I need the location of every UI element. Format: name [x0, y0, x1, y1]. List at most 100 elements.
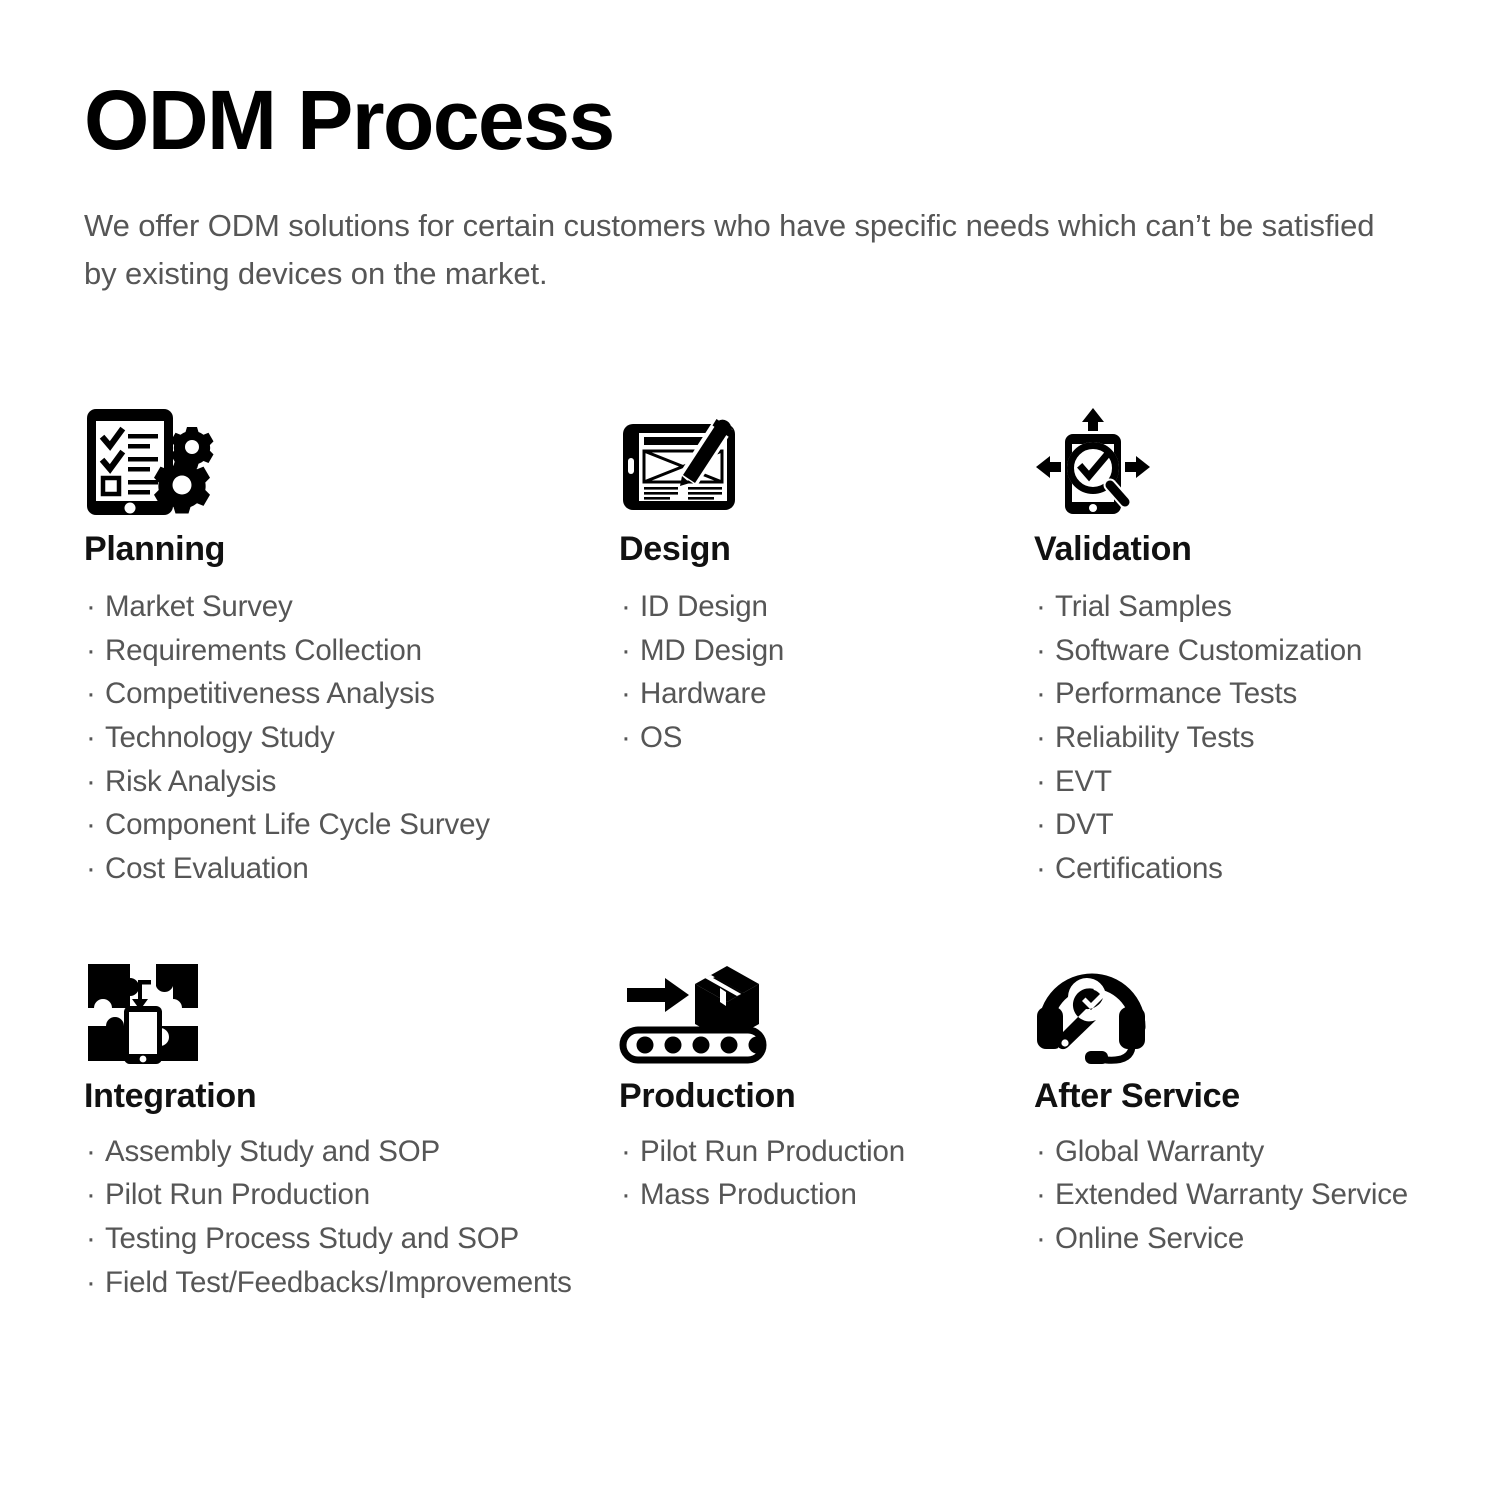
bullet-icon: · — [621, 677, 631, 711]
list-item-label: Market Survey — [105, 590, 293, 624]
list-item: ·Online Service — [1034, 1217, 1494, 1261]
headset-wrench-icon — [1034, 953, 1494, 1065]
list-item-label: Cost Evaluation — [105, 852, 309, 886]
page-title: ODM Process — [84, 73, 615, 167]
step-title-after-service: After Service — [1034, 1076, 1240, 1115]
list-item: · Global Warranty — [1034, 1130, 1494, 1174]
bullet-icon: · — [621, 590, 631, 624]
list-item: · Field Test/Feedbacks/Improvements — [84, 1261, 619, 1305]
list-item-label: EVT — [1055, 764, 1112, 798]
list-item: · Market Survey — [84, 585, 619, 629]
bullet-icon: · — [86, 677, 96, 711]
list-item-label: OS — [640, 721, 683, 755]
list-item: · Competitiveness Analysis — [84, 672, 619, 716]
bullet-icon: · — [621, 721, 631, 755]
list-item: · MD Design — [619, 629, 1034, 673]
bullet-icon: · — [1036, 1134, 1046, 1168]
list-item: ·Technology Study — [84, 716, 619, 760]
bullet-icon: · — [621, 1134, 631, 1168]
list-item: · Requirements Collection — [84, 629, 619, 673]
list-item: · Assembly Study and SOP — [84, 1130, 619, 1174]
list-item: · Cost Evaluation — [84, 847, 619, 891]
list-item-label: Mass Production — [640, 1178, 857, 1212]
process-step-planning: Planning · Market Survey · Requirements Co… — [84, 400, 619, 891]
step-list-design: · ID Design · MD Design · Hardware · OS — [619, 585, 1034, 760]
list-item: ·Performance Tests — [1034, 672, 1494, 716]
list-item-label: Testing Process Study and SOP — [105, 1222, 519, 1256]
puzzle-pieces-tablet-icon — [84, 953, 619, 1065]
header: ODM Process We offer ODM solutions for c… — [84, 78, 1424, 298]
bullet-icon: · — [1036, 808, 1046, 842]
list-item-label: Global Warranty — [1055, 1134, 1265, 1168]
bullet-icon: · — [1036, 852, 1046, 886]
list-item-label: Hardware — [640, 677, 767, 711]
list-item: · OS — [619, 716, 1034, 760]
bullet-icon: · — [86, 852, 96, 886]
list-item: · ID Design — [619, 585, 1034, 629]
list-item: · Mass Production — [619, 1173, 1034, 1217]
step-list-after-service: · Global Warranty · Extended Warranty Serv… — [1034, 1130, 1494, 1261]
list-item: · Certifications — [1034, 847, 1494, 891]
list-item: · Component Life Cycle Survey — [84, 803, 619, 847]
list-item-label: Reliability Tests — [1055, 721, 1255, 755]
bullet-icon: · — [86, 1134, 96, 1168]
bullet-icon: · — [86, 633, 96, 667]
step-title-production: Production — [619, 1076, 796, 1115]
bullet-icon: · — [1036, 721, 1046, 755]
tablet-wireframe-pencil-icon — [619, 400, 1034, 518]
list-item: · Reliability Tests — [1034, 716, 1494, 760]
step-list-integration: · Assembly Study and SOP · Pilot Run Produ… — [84, 1130, 619, 1305]
list-item-label: MD Design — [640, 633, 785, 667]
step-list-validation: ·Trial Samples · Software Customization ·… — [1034, 585, 1494, 891]
tablet-magnifier-check-arrows-icon — [1034, 400, 1494, 518]
bullet-icon: · — [86, 764, 96, 798]
list-item-label: Assembly Study and SOP — [105, 1134, 441, 1168]
list-item: ·Risk Analysis — [84, 760, 619, 804]
step-list-production: · Pilot Run Production · Mass Production — [619, 1130, 1034, 1217]
list-item: · DVT — [1034, 803, 1494, 847]
process-step-after-service: After Service · Global Warranty · Extended… — [1034, 953, 1494, 1305]
bullet-icon: · — [621, 1178, 631, 1212]
bullet-icon: · — [86, 1265, 96, 1299]
list-item-label: Pilot Run Production — [105, 1178, 370, 1212]
process-step-validation: Validation ·Trial Samples · Software Cust… — [1034, 400, 1494, 891]
list-item-label: Requirements Collection — [105, 633, 422, 667]
list-item-label: Field Test/Feedbacks/Improvements — [105, 1265, 572, 1299]
step-title-validation: Validation — [1034, 530, 1192, 568]
list-item-label: Extended Warranty Service — [1055, 1178, 1408, 1212]
process-steps-grid: Planning · Market Survey · Requirements Co… — [84, 400, 1484, 1304]
step-title-planning: Planning — [84, 530, 226, 568]
step-list-planning: ·Market Survey ·Requirements Collection … — [84, 585, 619, 891]
bullet-icon: · — [621, 633, 631, 667]
list-item: ·Trial Samples — [1034, 585, 1494, 629]
bullet-icon: · — [1036, 590, 1046, 624]
list-item: · Testing Process Study and SOP — [84, 1217, 619, 1261]
list-item-label: Component Life Cycle Survey — [105, 808, 490, 842]
step-title-integration: Integration — [84, 1076, 257, 1115]
bullet-icon: · — [86, 808, 96, 842]
list-item-label: ID Design — [640, 590, 768, 624]
list-item-label: Performance Tests — [1055, 677, 1297, 711]
list-item: · Pilot Run Production — [619, 1130, 1034, 1174]
bullet-icon: · — [1036, 764, 1046, 798]
process-step-design: Design · ID Design · MD Design · Hardware ·… — [619, 400, 1034, 891]
bullet-icon: · — [86, 590, 96, 624]
list-item: · Extended Warranty Service — [1034, 1173, 1494, 1217]
list-item-label: Online Service — [1055, 1222, 1245, 1256]
bullet-icon: · — [1036, 633, 1046, 667]
list-item-label: Competitiveness Analysis — [105, 677, 435, 711]
list-item-label: Software Customization — [1055, 633, 1363, 667]
list-item-label: Certifications — [1055, 852, 1223, 886]
conveyor-box-arrow-icon — [619, 953, 1034, 1065]
bullet-icon: · — [86, 1222, 96, 1256]
list-item-label: Pilot Run Production — [640, 1134, 905, 1168]
bullet-icon: · — [86, 1178, 96, 1212]
page-subtitle: We offer ODM solutions for certain custo… — [84, 208, 1375, 292]
bullet-icon: · — [86, 721, 96, 755]
list-item: · Software Customization — [1034, 629, 1494, 673]
step-title-design: Design — [619, 530, 731, 568]
list-item-label: DVT — [1055, 808, 1114, 842]
list-item: · EVT — [1034, 760, 1494, 804]
bullet-icon: · — [1036, 1178, 1046, 1212]
